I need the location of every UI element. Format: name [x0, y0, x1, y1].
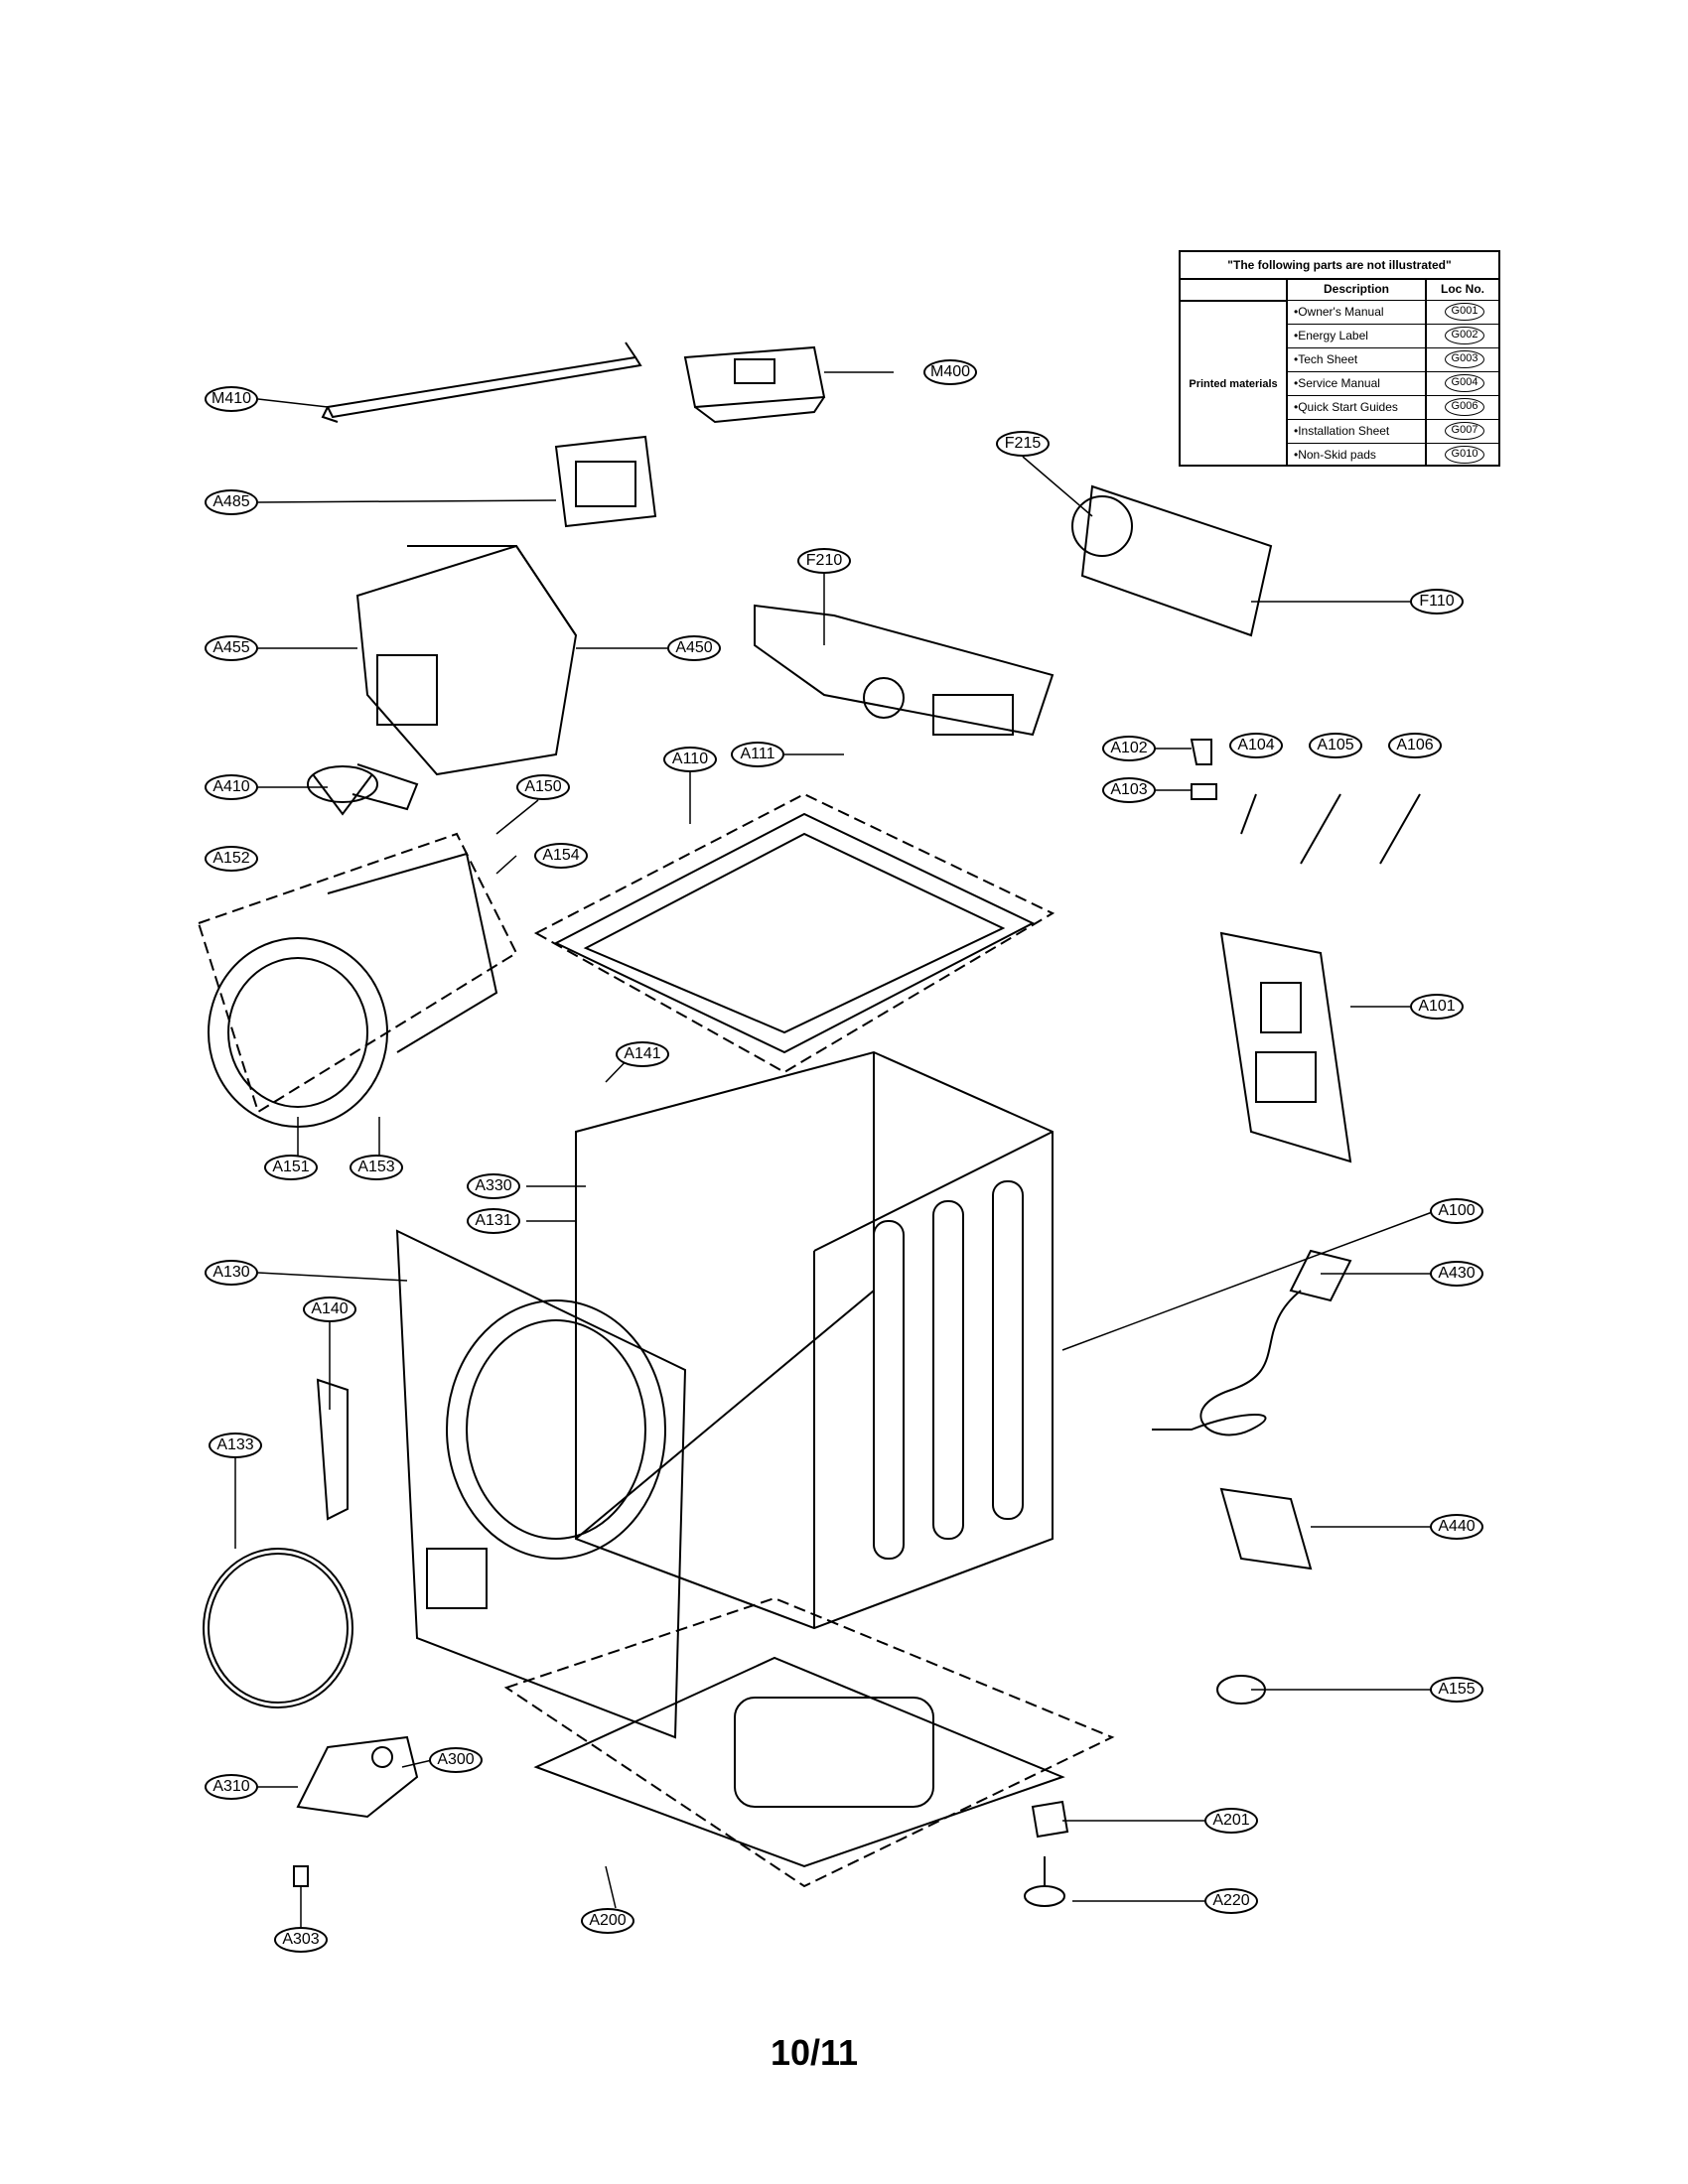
row-loc-number: G007 [1445, 422, 1484, 440]
unillustrated-parts-table: "The following parts are not illustrated… [1179, 250, 1500, 467]
table-row: •Installation Sheet G007 [1286, 419, 1498, 443]
row-description: •Service Manual [1286, 372, 1427, 395]
power-cord-part [1152, 1249, 1352, 1436]
callout-a130: A130 [205, 1260, 258, 1286]
callout-a485: A485 [205, 489, 258, 515]
table-heading: "The following parts are not illustrated… [1181, 252, 1498, 280]
column-loc-header: Loc No. [1441, 282, 1484, 296]
row-loc-number: G004 [1445, 374, 1484, 392]
display-assembly-part [554, 435, 657, 528]
callout-a140: A140 [303, 1297, 356, 1322]
spring-part [293, 1865, 309, 1887]
motor-part [307, 763, 419, 816]
column-description-header: Description [1286, 278, 1427, 300]
callout-a200: A200 [581, 1908, 634, 1934]
filter-door-part [296, 1735, 419, 1819]
callout-a141: A141 [616, 1041, 669, 1067]
callout-m400: M400 [923, 359, 977, 385]
callout-a131: A131 [467, 1208, 520, 1234]
row-loc-number: G010 [1445, 446, 1484, 464]
callout-a330: A330 [467, 1173, 520, 1199]
row-loc-number: G002 [1445, 327, 1484, 344]
table-row: •Quick Start Guides G006 [1286, 395, 1498, 419]
callout-a440: A440 [1430, 1514, 1483, 1540]
callout-a103: A103 [1102, 777, 1156, 803]
frame-bracket-part [321, 341, 642, 423]
callout-a220: A220 [1204, 1888, 1258, 1914]
callout-a111: A111 [731, 742, 784, 767]
top-cover-part [533, 792, 1055, 1074]
callout-a100: A100 [1430, 1198, 1483, 1224]
pcb-assembly-part [355, 544, 578, 776]
callout-a150: A150 [516, 774, 570, 800]
table-row: •Energy Label G002 [1286, 324, 1498, 347]
callout-a310: A310 [205, 1774, 258, 1800]
callout-a106: A106 [1388, 733, 1442, 758]
table-row: •Tech Sheet G003 [1286, 347, 1498, 371]
row-description: •Energy Label [1286, 325, 1427, 347]
table-row: •Service Manual G004 [1286, 371, 1498, 395]
callout-a105: A105 [1309, 733, 1362, 758]
callout-a201: A201 [1204, 1808, 1258, 1834]
pad-part [1216, 1675, 1266, 1705]
door-assembly-part [197, 832, 518, 1128]
foot-part [1024, 1800, 1069, 1907]
cabinet-part [575, 1050, 1054, 1630]
table-row: •Non-Skid pads G010 [1286, 443, 1498, 467]
row-description: •Owner's Manual [1286, 301, 1427, 324]
row-loc-number: G001 [1445, 303, 1484, 321]
page-number: 10/11 [770, 2032, 859, 2073]
row-description: •Non-Skid pads [1286, 444, 1427, 467]
row-loc-number: G006 [1445, 398, 1484, 416]
small-parts [1190, 739, 1421, 865]
gasket-ring-part [203, 1548, 353, 1708]
callout-a155: A155 [1430, 1677, 1483, 1703]
callout-a104: A104 [1229, 733, 1283, 758]
callout-a154: A154 [534, 843, 588, 869]
table-column-headers: Description Loc No. [1181, 278, 1498, 300]
control-panel-part [754, 484, 1273, 737]
callout-a110: A110 [663, 747, 717, 772]
switch-part [1219, 1487, 1313, 1570]
callout-a300: A300 [429, 1747, 483, 1773]
callout-f215: F215 [996, 431, 1050, 457]
callout-a153: A153 [350, 1155, 403, 1180]
callout-f210: F210 [797, 548, 851, 574]
group-label: Printed materials [1181, 300, 1286, 465]
callout-m410: M410 [205, 386, 258, 412]
callout-a430: A430 [1430, 1261, 1483, 1287]
callout-a101: A101 [1410, 994, 1464, 1020]
callout-a151: A151 [264, 1155, 318, 1180]
base-part [503, 1596, 1115, 1888]
callout-a303: A303 [274, 1927, 328, 1953]
row-description: •Quick Start Guides [1286, 396, 1427, 419]
row-loc-number: G003 [1445, 350, 1484, 368]
row-description: •Installation Sheet [1286, 420, 1427, 443]
callout-a455: A455 [205, 635, 258, 661]
callout-a152: A152 [205, 846, 258, 872]
front-panel-part [395, 1229, 687, 1739]
dispenser-part [683, 345, 826, 424]
callout-a102: A102 [1102, 736, 1156, 761]
table-row: •Owner's Manual G001 [1286, 300, 1498, 324]
callout-f110: F110 [1410, 589, 1464, 614]
row-description: •Tech Sheet [1286, 348, 1427, 371]
callout-a450: A450 [667, 635, 721, 661]
hinge-part [316, 1378, 349, 1521]
back-panel-part [1219, 931, 1352, 1163]
callout-a410: A410 [205, 774, 258, 800]
leader-lines [234, 371, 1436, 1940]
callout-a133: A133 [209, 1433, 262, 1458]
